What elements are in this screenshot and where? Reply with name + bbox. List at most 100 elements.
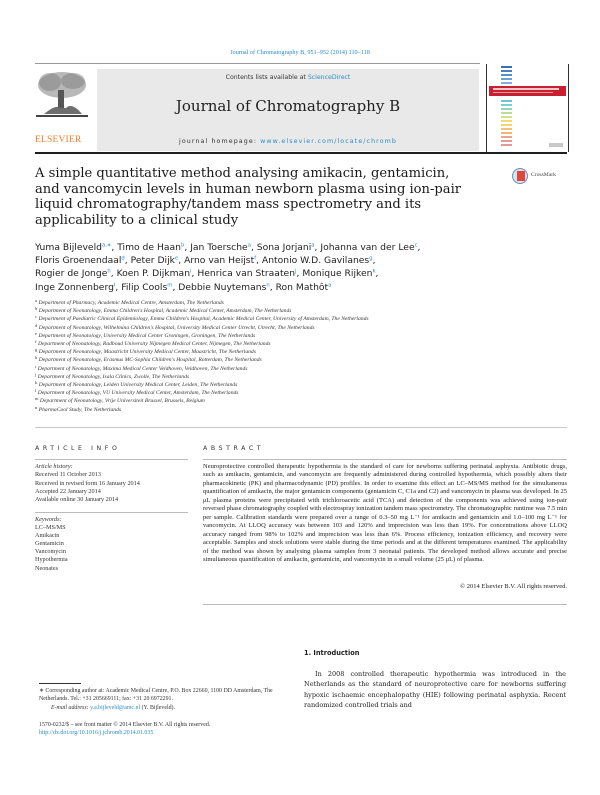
affiliation-marker: l [35,388,37,394]
abstract-text: Neuroprotective controlled therapeutic h… [203,463,567,563]
cover-color-bars-icon [501,66,512,146]
history-revised: Received in revised form 16 January 2014 [35,479,140,487]
footnote-rule [39,683,81,684]
author-affiliation-marker[interactable]: a [311,242,315,249]
author-affiliation-marker[interactable]: c [414,242,418,249]
article-info-heading: ARTICLE INFO [35,445,121,452]
keyword-item: Neonates [35,564,59,572]
author-affiliation-marker[interactable]: b [180,242,185,249]
cover-title-band [489,86,566,96]
affiliation-text: Department of Neonatology, Maxima Medica… [37,365,248,372]
journal-title: Journal of Chromatography B [175,97,401,115]
author-name: Inge Zonnenberg [35,281,114,293]
affiliation-marker: f [35,339,37,345]
author-affiliation-marker[interactable]: l [113,282,116,289]
elsevier-wordmark: ELSEVIER [35,135,82,145]
email-suffix: (Y. Bijleveld). [140,704,175,711]
keywords-label: Keywords: [35,516,62,523]
affiliation-marker: g [35,347,38,353]
sciencedirect-link[interactable]: ScienceDirect [307,74,351,81]
email-label: E-mail address: [51,704,91,711]
affiliation-marker: a [35,298,37,303]
author-name: Koen P. Dijkman [116,268,191,280]
affiliation-marker: h [35,355,38,361]
abstract-rule [203,459,567,460]
author-list: Yuma Bijlevelda,∗, Timo de Haanb, Jan To… [35,242,421,293]
contents-available: Contents lists available at ScienceDirec… [97,74,479,81]
email-link[interactable]: y.a.bijleveld@amc.nl [90,704,141,711]
author-affiliation-marker[interactable]: n [266,282,270,289]
elsevier-tree-icon [36,72,88,117]
crossmark-button[interactable]: CrossMark [512,168,568,188]
keyword-item: LC–MS/MS [35,524,66,532]
author-affiliation-marker[interactable]: f [254,255,257,262]
corresponding-author-text: ∗ Corresponding author at: Academic Medi… [39,688,273,703]
author-name: Timo de Haan [117,242,181,253]
author-affiliation-marker[interactable]: h [107,268,111,275]
affiliation-text: Department of Neonatology, University Me… [38,332,256,339]
keyword-item: Amikacin [35,532,60,540]
article-info-rule [35,459,188,460]
author-name: Floris Groenendaal [35,255,122,267]
author-name: Monique Rijken [302,268,373,280]
author-name: Johanna van der Lee [320,242,415,253]
author-affiliation-marker[interactable]: i [190,268,192,275]
author-name: Filip Cools [121,281,168,293]
affiliation-marker: n [35,404,38,410]
author-affiliation-marker[interactable]: d [121,255,125,262]
affiliation-marker: m [35,396,39,402]
author-name: Peter Dijk [130,255,175,267]
elsevier-logo[interactable]: ELSEVIER [35,68,90,152]
author-affiliation-marker[interactable]: g [369,255,373,262]
author-name: Jan Toersche [190,242,248,253]
history-accepted: Accepted 22 January 2014 [35,487,101,495]
section-divider [35,427,567,428]
author-name: Sona Jorjani [256,242,312,253]
affiliation-marker: k [35,380,38,386]
author-name: Antonio W.D. Gavilanes [261,255,370,267]
email-line: E-mail address: y.a.bijleveld@amc.nl (Y.… [39,704,291,712]
affiliation-text: Department of Paediatric Clinical Epidem… [38,316,369,323]
author-affiliation-marker[interactable]: m [167,282,173,289]
author-affiliation-marker[interactable]: a [247,242,251,249]
keyword-item: Hypothermia [35,556,68,564]
introduction-heading: 1. Introduction [304,649,360,657]
homepage-prefix: journal homepage: [178,138,261,145]
author-affiliation-marker[interactable]: a,∗ [101,242,112,249]
article-history: Article history: Received 11 October 201… [35,463,190,504]
journal-cover-thumbnail[interactable] [486,64,569,152]
author-name: Yuma Bijleveld [35,242,102,253]
journal-citation[interactable]: Journal of Chromatography B, 951–952 (20… [230,49,370,56]
abstract-copyright: © 2014 Elsevier B.V. All rights reserved… [460,583,567,590]
affiliation-text: Department of Pharmacy, Academic Medical… [38,300,224,306]
issn-text: 1570-0232/$ – see front matter © 2014 El… [39,722,211,728]
introduction-text: In 2008 controlled therapeutic hypotherm… [304,670,566,709]
author-name: Henrica van Straaten [197,268,296,280]
affiliation-text: Department of Neonatology, Isala Clinics… [37,373,190,380]
author-affiliation-marker[interactable]: e [174,255,179,262]
abstract-heading: ABSTRACT [203,445,265,452]
affiliation-text: Department of Neonatology, Leiden Univer… [38,382,238,389]
author-name: Debbie Nuytemans [178,281,267,293]
author-affiliation-marker[interactable]: j [295,268,297,275]
corresponding-author-footnote: ∗ Corresponding author at: Academic Medi… [39,687,291,712]
author-affiliation-marker[interactable]: k [372,268,376,275]
doi-link[interactable]: http://dx.doi.org/10.1016/j.jchromb.2014… [39,730,154,737]
history-received: Received 11 October 2013 [35,471,101,479]
keywords-rule [35,512,188,513]
affiliation-text: Department of Neonatology, Emma Children… [38,308,292,315]
homepage-link[interactable]: www.elsevier.com/locate/chromb [260,138,398,145]
affiliation-marker: d [35,322,38,328]
author-affiliation-marker[interactable]: a [328,282,332,289]
affiliation-text: Department of Neonatology, Radboud Unive… [37,341,271,348]
affiliation-text: Department of Neonatology, Wilhelmina Ch… [38,324,315,331]
